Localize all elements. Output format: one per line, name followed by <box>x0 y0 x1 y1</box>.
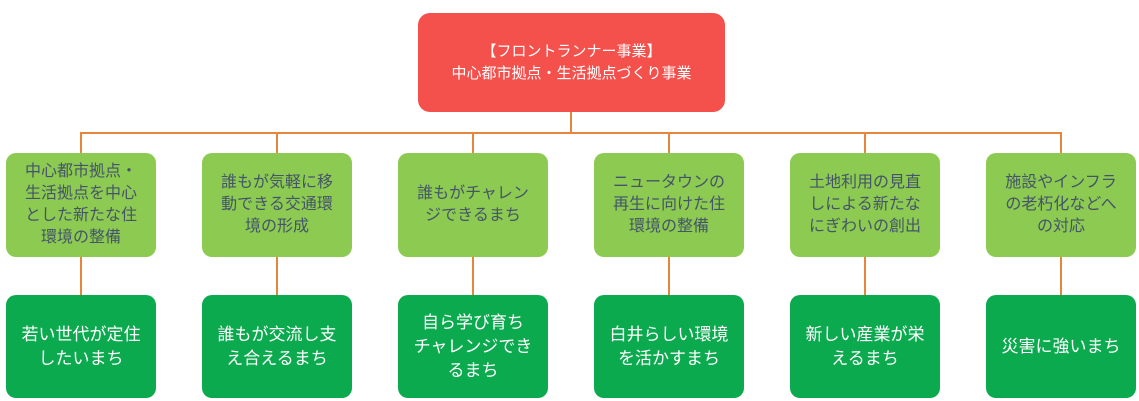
goal-box-5: 新しい産業が栄 えるまち <box>790 295 940 398</box>
strategy-box-4: ニュータウンの 再生に向けた住 環境の整備 <box>594 153 744 257</box>
connector-drop-5 <box>864 132 866 153</box>
connector-drop-4 <box>668 132 670 153</box>
strategy-box-5: 土地利用の見直 しによる新たな にぎわいの創出 <box>790 153 940 257</box>
goal-box-4: 白井らしい環境 を活かすまち <box>594 295 744 398</box>
connector-mid-3 <box>472 257 474 295</box>
strategy-box-1: 中心都市拠点・ 生活拠点を中心 とした新たな住 環境の整備 <box>6 153 156 257</box>
connector-mid-6 <box>1060 257 1062 295</box>
connector-drop-1 <box>80 132 82 153</box>
connector-horizontal-line <box>81 132 1061 134</box>
connector-root-stub <box>570 112 572 134</box>
connector-mid-1 <box>80 257 82 295</box>
connector-mid-4 <box>668 257 670 295</box>
root-project-box: 【フロントランナー事業】 中心都市拠点・生活拠点づくり事業 <box>418 13 725 112</box>
strategy-box-3: 誰もがチャレン ジできるまち <box>398 153 548 257</box>
goal-box-1: 若い世代が定住 したいまち <box>6 295 156 398</box>
strategy-box-2: 誰もが気軽に移 動できる交通環 境の形成 <box>202 153 352 257</box>
goal-box-3: 自ら学び育ち チャレンジでき るまち <box>398 295 548 398</box>
strategy-box-6: 施設やインフラ の老朽化などへ の対応 <box>986 153 1136 257</box>
goal-box-6: 災害に強いまち <box>986 295 1136 398</box>
connector-drop-2 <box>276 132 278 153</box>
goal-box-2: 誰もが交流し支 え合えるまち <box>202 295 352 398</box>
connector-drop-6 <box>1060 132 1062 153</box>
connector-drop-3 <box>472 132 474 153</box>
connector-mid-2 <box>276 257 278 295</box>
connector-mid-5 <box>864 257 866 295</box>
